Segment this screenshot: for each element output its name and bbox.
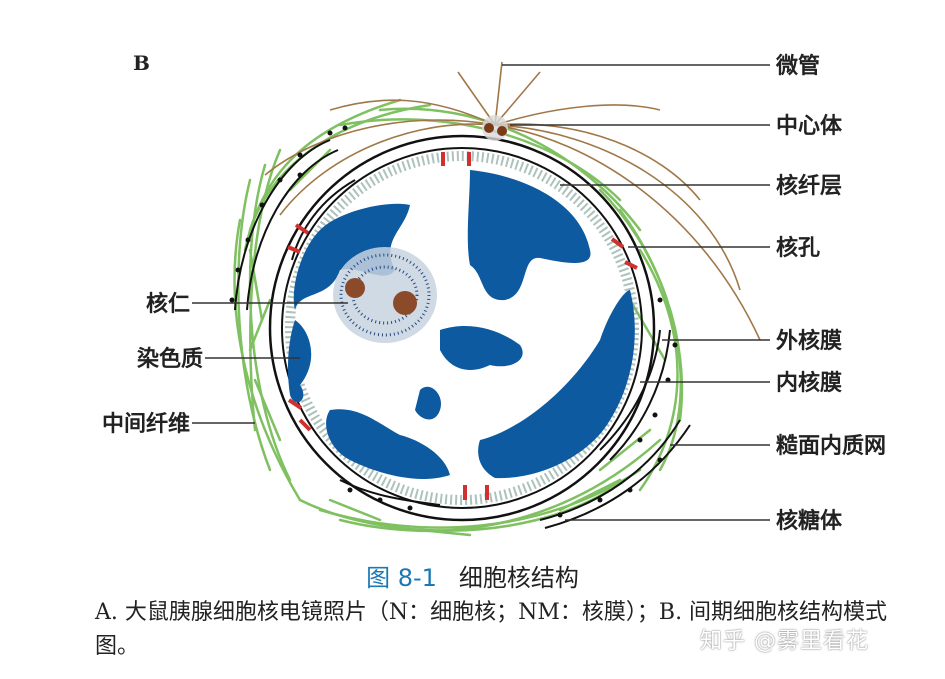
label-microtubule: 微管 xyxy=(775,53,820,79)
label-nuclear-lamina: 核纤层 xyxy=(776,173,842,199)
figure-number: 图 8-1 xyxy=(366,564,437,592)
label-intermediate-filament: 中间纤维 xyxy=(102,411,190,437)
outer-nuclear-membrane xyxy=(268,134,656,522)
label-ribosome: 核糖体 xyxy=(776,508,843,534)
label-nuclear-pore: 核孔 xyxy=(776,235,820,261)
label-outer-membrane: 外核膜 xyxy=(776,328,842,354)
centrosome xyxy=(482,115,508,141)
figure-caption-text: A. 大鼠胰腺细胞核电镜照片（N：细胞核；NM：核膜）；B. 间期细胞核结构模式… xyxy=(95,600,888,659)
intermediate-filaments xyxy=(233,98,684,537)
label-nucleolus: 核仁 xyxy=(146,291,190,317)
nucleolus xyxy=(333,247,437,343)
watermark: 知乎 @雾里看花 xyxy=(700,629,869,654)
nuclear-envelope xyxy=(268,134,656,522)
nuclear-pores xyxy=(287,152,638,500)
inner-nuclear-membrane xyxy=(281,147,643,509)
leader-lines xyxy=(192,64,770,521)
microtubules xyxy=(264,61,761,341)
panel-label: B xyxy=(133,51,150,75)
chromatin xyxy=(287,170,635,480)
label-chromatin: 染色质 xyxy=(137,346,203,372)
label-inner-membrane: 内核膜 xyxy=(776,370,842,396)
label-rough-er: 糙面内质网 xyxy=(776,434,886,459)
label-centrosome: 中心体 xyxy=(776,114,843,139)
figure-title: 细胞核结构 xyxy=(458,564,579,592)
figure-caption-title: 图 8-1 细胞核结构 xyxy=(0,558,945,593)
ribosomes xyxy=(229,125,678,518)
